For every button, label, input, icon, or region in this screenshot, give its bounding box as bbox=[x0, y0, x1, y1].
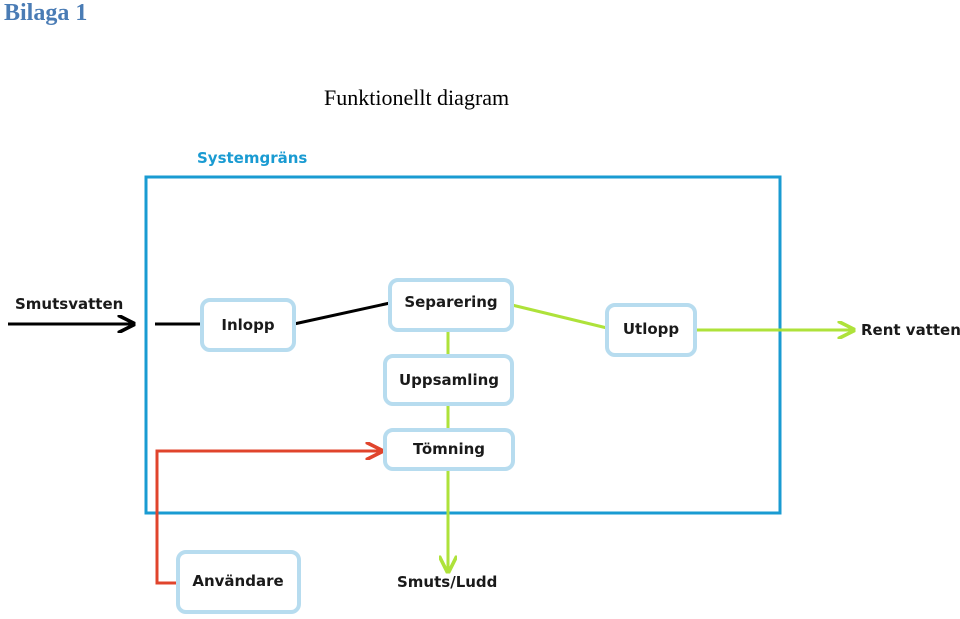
flow-inlopp-separering bbox=[293, 301, 391, 326]
external-rent-vatten-label: Rent vatten bbox=[861, 321, 960, 339]
node-inlopp-box bbox=[200, 298, 296, 352]
node-separering-box bbox=[388, 278, 514, 332]
external-smutsvatten-label: Smutsvatten bbox=[15, 295, 124, 313]
flow-anvandare-tomning bbox=[155, 451, 380, 585]
system-boundary bbox=[144, 175, 782, 515]
node-anvandare-label: Användare bbox=[192, 572, 284, 590]
node-uppsamling-box bbox=[383, 354, 514, 406]
node-utlopp-label: Utlopp bbox=[622, 320, 680, 338]
node-tomning-label: Tömning bbox=[413, 440, 485, 458]
node-uppsamling-label: Uppsamling bbox=[398, 371, 500, 389]
node-tomning-box bbox=[383, 428, 515, 471]
system-boundary-label: Systemgräns bbox=[197, 149, 308, 167]
diagram-title: Funktionellt diagram bbox=[324, 85, 510, 110]
node-anvandare-box bbox=[176, 550, 301, 614]
flow-separering-utlopp bbox=[511, 303, 608, 330]
node-separering-label: Separering bbox=[404, 293, 498, 311]
node-inlopp-label: Inlopp bbox=[221, 316, 275, 334]
node-utlopp-box bbox=[605, 303, 697, 357]
page-heading: Bilaga 1 bbox=[4, 0, 88, 26]
external-smuts-ludd-label: Smuts/Ludd bbox=[397, 573, 498, 591]
